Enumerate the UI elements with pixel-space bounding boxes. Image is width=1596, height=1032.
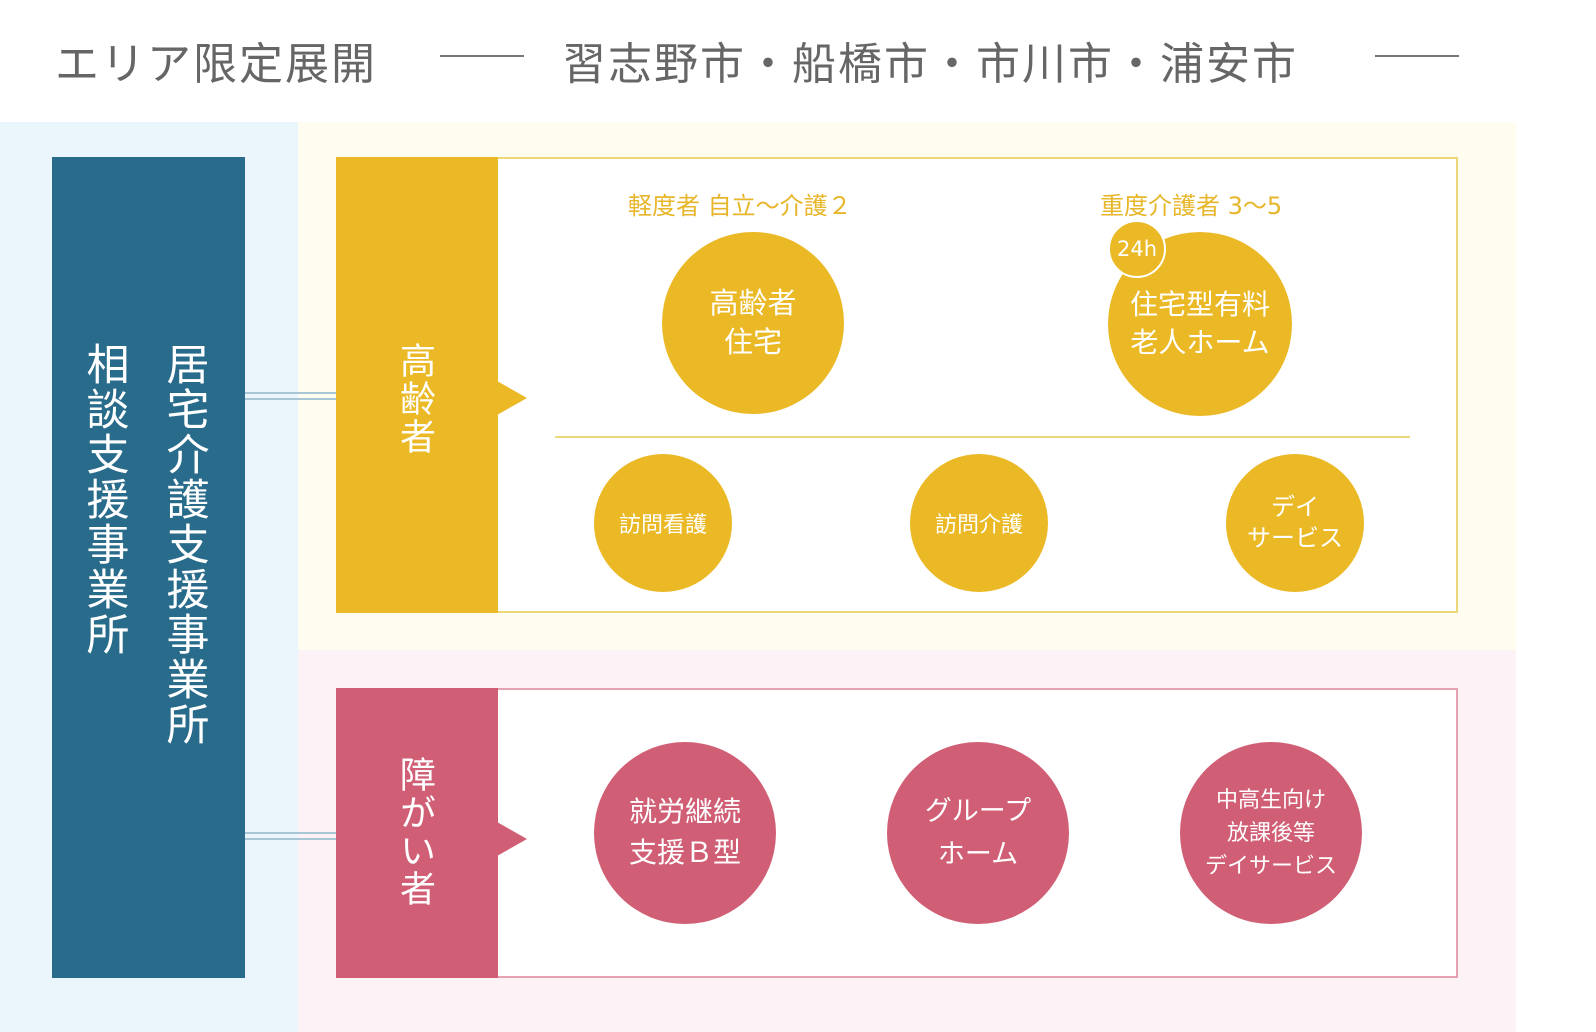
elderly-arrow-icon [497, 381, 527, 415]
disability-arrow-icon [497, 822, 527, 856]
service-home-care: 訪問介護 [910, 454, 1048, 592]
section-divider [555, 436, 1410, 438]
header-rule-right [1375, 55, 1459, 57]
service-group-home: グループ ホーム [887, 742, 1069, 924]
connector-disability [245, 832, 336, 840]
service-area-cities: 習志野市・船橋市・市川市・浦安市 [562, 39, 1298, 90]
elderly-label-block [336, 157, 498, 613]
service-home-care-label: 訪問介護 [934, 513, 1023, 538]
service-day-service: デイ サービス [1226, 454, 1364, 592]
badge-24h: 24h [1108, 220, 1166, 278]
category-heavy: 重度介護者 3〜5 [1100, 192, 1283, 220]
elderly-label: 高齢者 [394, 342, 435, 456]
disability-label-block [336, 688, 498, 978]
service-home-nursing-label: 訪問看護 [618, 513, 707, 538]
service-elderly-housing-label: 高齢者 住宅 [709, 285, 797, 359]
consultation-support-office-label: 相談支援事業所 [79, 342, 129, 657]
disability-label: 障がい者 [394, 756, 435, 908]
service-elderly-housing: 高齢者 住宅 [662, 232, 844, 414]
service-paid-nursing-home-label: 住宅型有料 老人ホーム [1129, 288, 1270, 359]
page-title: エリア限定展開 [55, 39, 377, 90]
service-after-school-day-service-label: 中高生向け 放課後等 デイサービス [1204, 787, 1337, 879]
category-light: 軽度者 自立〜介護２ [628, 192, 852, 220]
service-group-home-label: グループ ホーム [924, 795, 1032, 870]
header-rule-left [440, 55, 524, 57]
service-home-nursing: 訪問看護 [594, 454, 732, 592]
service-employment-support-b-label: 就労継続 支援Ｂ型 [628, 795, 741, 869]
service-employment-support-b: 就労継続 支援Ｂ型 [594, 742, 776, 924]
kyotaku-support-office-label: 居宅介護支援事業所 [159, 342, 209, 747]
service-day-service-label: デイ サービス [1247, 492, 1343, 552]
support-office-block [52, 157, 245, 978]
connector-elderly [245, 392, 336, 400]
service-after-school-day-service: 中高生向け 放課後等 デイサービス [1180, 742, 1362, 924]
